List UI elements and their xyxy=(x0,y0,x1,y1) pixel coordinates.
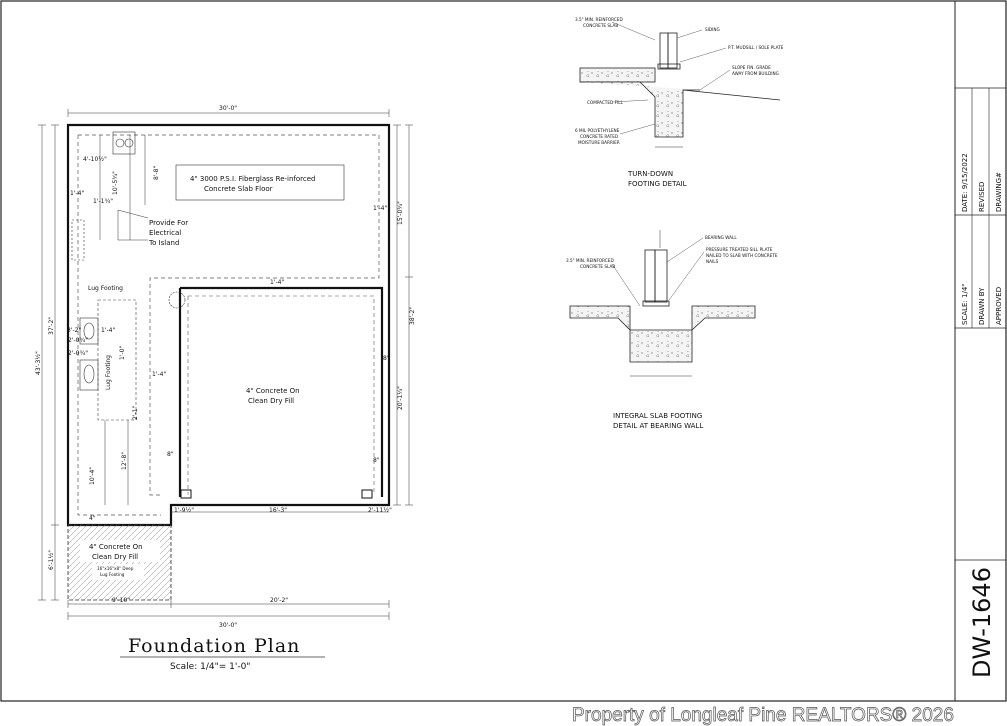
dim-bottom: 30'-0" xyxy=(219,622,237,629)
integral-footing-detail: BEARING WALL PRESSURE TREATED SILL PLATE… xyxy=(566,230,778,430)
tb-scale: SCALE: 1/4" xyxy=(961,283,969,325)
watermark: Property of Longleaf Pine REALTORS® 2026 xyxy=(572,705,954,726)
ib-plate-2: NAILED TO SLAB WITH CONCRETE xyxy=(706,253,778,258)
garage-slab-note-1: 4" Concrete On xyxy=(246,387,300,395)
porch-slab-note-1: 4" Concrete On xyxy=(89,543,143,551)
tb-date: DATE: 9/15/2022 xyxy=(961,153,969,212)
porch-slab-note-2: Clean Dry Fill xyxy=(92,553,138,561)
dim-bottom-right: 20'-2" xyxy=(270,597,288,604)
td-slab-2: CONCRETE SLAB xyxy=(583,23,618,28)
dim-d8: 3'-2" xyxy=(67,327,81,334)
dim-d17: 8" xyxy=(383,355,390,362)
dim-left-porch: 6'-1½" xyxy=(48,550,55,570)
dim-d18: 8" xyxy=(167,451,174,458)
td-fill: COMPACTED FILL xyxy=(587,100,624,105)
slab-note-line2: Concrete Slab Floor xyxy=(204,185,273,193)
dim-d5: 1'-1¾" xyxy=(93,198,113,205)
dim-d2: 10'-5¾" xyxy=(112,171,119,195)
dim-d16: 12'-8" xyxy=(121,452,128,470)
lug-footing-label: Lug Footing xyxy=(88,285,123,292)
foundation-plan: 4" 3000 P.S.I. Fiberglass Re-inforced Co… xyxy=(35,105,416,672)
dim-d6: 1'-4" xyxy=(373,205,387,212)
dim-d7: 1'-4" xyxy=(270,279,284,286)
dim-d1: 4'-10½" xyxy=(83,156,107,163)
garage-slab-note-2: Clean Dry Fill xyxy=(248,397,294,405)
ib-wall: BEARING WALL xyxy=(705,235,737,240)
ib-plate-1: PRESSURE TREATED SILL PLATE xyxy=(706,247,773,252)
ib-plate-3: NAILS xyxy=(706,259,719,264)
ib-title-2: DETAIL AT BEARING WALL xyxy=(613,422,703,430)
tb-drawing-number: DW-1646 xyxy=(968,567,996,678)
dim-top: 30'-0" xyxy=(219,105,237,112)
footing-dashed-line xyxy=(77,134,380,516)
td-grade-2: AWAY FROM BUILDING xyxy=(732,71,779,76)
td-grade-1: SLOPE FIN. GRADE xyxy=(732,65,771,70)
ib-slab-1: 3.5" MIN. REINFORCED xyxy=(566,258,614,263)
dim-left-inner: 37'-2" xyxy=(48,317,55,335)
slab-note-line1: 4" 3000 P.S.I. Fiberglass Re-inforced xyxy=(190,175,315,183)
td-title-2: FOOTING DETAIL xyxy=(628,180,687,188)
tb-approved: APPROVED xyxy=(995,287,1003,325)
td-barrier-2: CONCRETE RATED xyxy=(580,134,618,139)
garage-wall xyxy=(178,286,384,497)
dim-d3: 8'-8" xyxy=(153,166,160,180)
ib-slab-2: CONCRETE SLAB xyxy=(580,264,615,269)
dim-d15: 10'-4" xyxy=(89,467,96,485)
title-block: DATE: 9/15/2022 REVISED DRAWING# SCALE: … xyxy=(954,1,1006,701)
ib-title-1: INTEGRAL SLAB FOOTING xyxy=(613,412,702,420)
dim-d23: 4" xyxy=(89,515,96,522)
lug-note-2: Lug Footing xyxy=(100,572,125,577)
plan-title: Foundation Plan xyxy=(128,635,300,657)
dim-d19: 8" xyxy=(373,457,380,464)
td-siding: SIDING xyxy=(705,27,720,32)
dim-d21: 16'-3" xyxy=(269,507,287,514)
sheet-border xyxy=(0,0,1007,702)
electrical-note-1: Provide For xyxy=(149,219,188,227)
dim-d20: 1'-9½" xyxy=(174,507,194,514)
dim-right-upper: 15'-0¾" xyxy=(397,201,404,225)
dim-d4: 1'-4" xyxy=(70,190,84,197)
dim-right-outer: 38'-2" xyxy=(409,307,416,325)
td-barrier-3: MOISTURE BARRIER xyxy=(578,140,620,145)
td-slab-1: 3.5" MIN. REINFORCED xyxy=(575,17,623,22)
tb-revised: REVISED xyxy=(978,182,986,212)
dim-d9: 1'-4" xyxy=(101,327,115,334)
dim-left-outer: 43'-3½" xyxy=(35,351,42,375)
tb-drawing: DRAWING# xyxy=(995,172,1003,212)
dim-right-lower: 20'-1¼" xyxy=(397,386,404,410)
dimension-lines xyxy=(38,109,413,620)
lug-note-1: 16"x16"x8" Deep xyxy=(97,566,134,571)
td-title-1: TURN-DOWN xyxy=(627,170,673,178)
td-barrier-1: 6 MIL POLYETHYLENE xyxy=(575,128,620,133)
dim-d10: 2'-0¾" xyxy=(68,337,88,344)
dim-d13: 2'-1" xyxy=(132,406,139,420)
dim-d22: 2'-11½" xyxy=(368,507,392,514)
plan-scale: Scale: 1/4"= 1'-0" xyxy=(170,662,250,672)
porch-slab xyxy=(67,524,172,601)
electrical-note-3: To Island xyxy=(148,239,179,247)
lug-footing-vertical: Lug Footing xyxy=(105,355,112,390)
dim-d11: 2'-0¾" xyxy=(68,350,88,357)
dim-d12: 1'-0" xyxy=(119,346,126,360)
electrical-note-2: Electrical xyxy=(149,229,181,237)
turndown-footing-detail: 3.5" MIN. REINFORCED CONCRETE SLAB SIDIN… xyxy=(575,17,784,188)
td-sill: P.T. MUDSILL / SOLE PLATE xyxy=(728,45,784,50)
dim-d14: 1'-4" xyxy=(152,371,166,378)
garage-inner-dashed xyxy=(187,295,375,495)
tb-drawn-by: DRAWN BY xyxy=(978,287,986,325)
dim-bottom-left: 9'-10" xyxy=(112,597,130,604)
slab-note-box xyxy=(175,164,345,201)
